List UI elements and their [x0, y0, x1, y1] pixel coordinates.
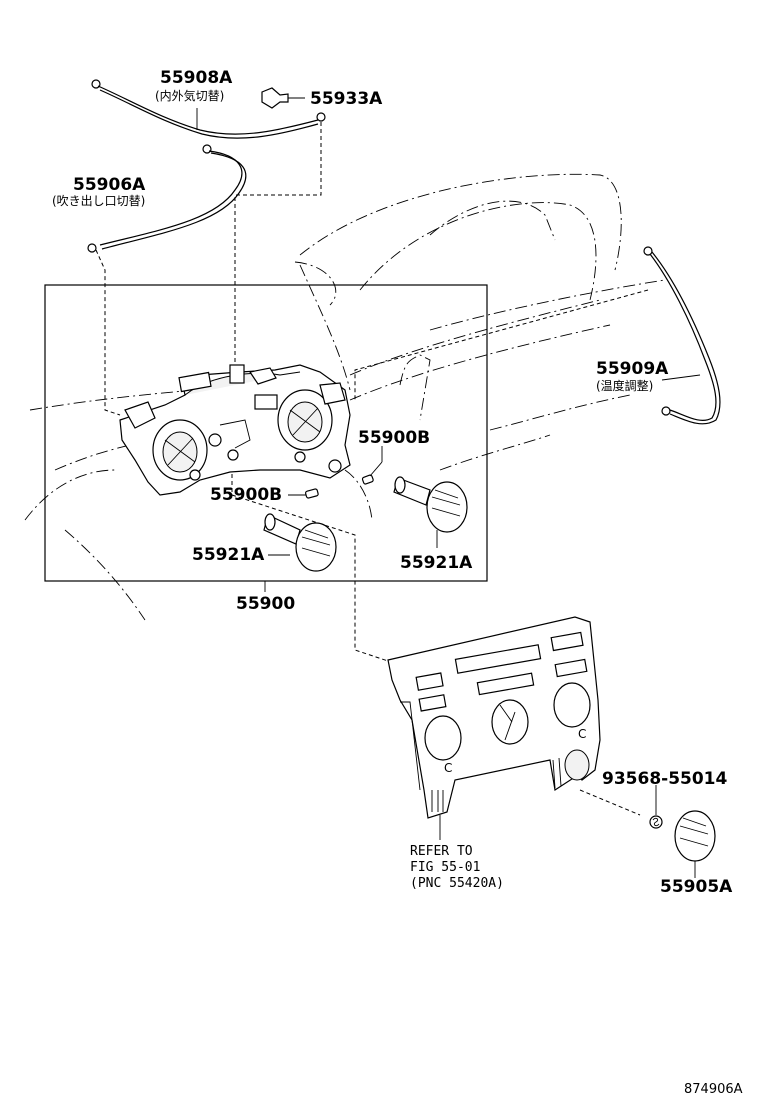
assembly-frame	[44, 284, 488, 582]
clip-93568-55014	[649, 785, 663, 829]
cable-55909A	[643, 246, 721, 425]
label-55900: 55900	[236, 594, 295, 614]
cable-55908A	[91, 79, 326, 139]
dashboard-outline	[24, 173, 666, 621]
face-panel: C C	[387, 616, 601, 840]
dashed-leaders	[95, 122, 649, 816]
label-55921A-right: 55921A	[400, 553, 473, 573]
label-55921A-left: 55921A	[192, 545, 265, 565]
refer-line-3: (PNC 55420A)	[410, 876, 504, 891]
label-55909A: 55909A	[596, 359, 669, 379]
label-55900B-left: 55900B	[210, 485, 282, 505]
label-55908A-desc: (内外気切替)	[155, 88, 224, 103]
pin-55900B-right	[361, 446, 383, 485]
pin-55900B-left	[288, 488, 319, 499]
knob-55921A-left	[263, 513, 337, 572]
label-55906A-desc: (吹き出し口切替)	[52, 194, 145, 208]
label-55909A-desc: (温度調整)	[596, 378, 653, 393]
label-55908A: 55908A	[160, 68, 233, 88]
heater-control-unit	[119, 364, 351, 496]
label-55905A: 55905A	[660, 877, 733, 897]
panel-letter-right: C	[578, 727, 586, 741]
cable-55906A	[87, 144, 247, 253]
label-93568-55014: 93568-55014	[602, 769, 728, 789]
panel-letter-left: C	[444, 761, 452, 775]
clip-55933A	[261, 87, 305, 109]
refer-line-2: FIG 55-01	[410, 860, 480, 875]
knob-55905A	[674, 810, 716, 878]
label-55933A: 55933A	[310, 89, 383, 109]
drawing-code: 874906A	[684, 1082, 743, 1097]
label-55900B-right: 55900B	[358, 428, 430, 448]
refer-line-1: REFER TO	[410, 844, 473, 859]
label-55906A: 55906A	[73, 175, 146, 195]
knob-55921A-right	[393, 476, 468, 548]
